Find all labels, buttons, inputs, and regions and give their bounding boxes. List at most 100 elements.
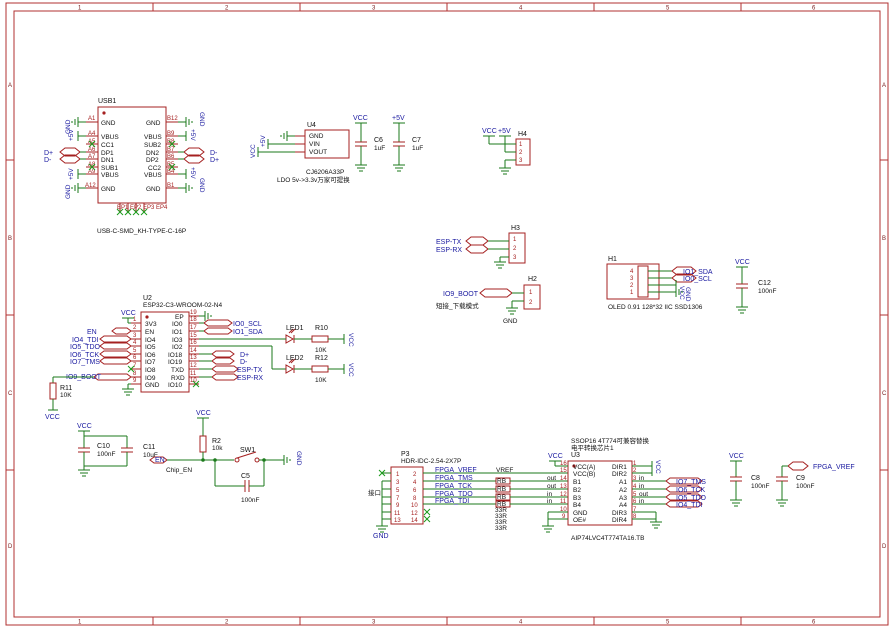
u2-net-dplus: D+ <box>240 352 249 359</box>
usb1-pin-right-1: GND <box>146 120 161 127</box>
led1-net-vcc: VCC <box>347 333 354 347</box>
u3-pin-dir1: DIR1 <box>612 464 627 471</box>
usb1-pnum-a12: A12 <box>85 183 96 189</box>
u2-pin-io19: IO19 <box>168 359 182 366</box>
h4-pin-2: 2 <box>519 150 523 156</box>
r10-ref: R10 <box>315 325 328 332</box>
usb1-pnum-a7: A7 <box>88 154 96 160</box>
usb1-pin-left-7: VBUS <box>101 172 119 179</box>
row-label-left-a: A <box>8 83 12 89</box>
u2-pin-io0: IO0 <box>172 321 183 328</box>
c9-capacitor[interactable]: FPGA_VREF C9 100nF <box>776 461 855 507</box>
usb1-pnum-b12: B12 <box>167 116 178 122</box>
h2-ref: H2 <box>528 276 537 283</box>
u2-pnum-9: 9 <box>133 378 137 384</box>
r2-resistor[interactable]: VCC R2 10k <box>196 410 223 460</box>
col-label-top-6: 6 <box>812 6 816 12</box>
usb1-value: USB-C-SMD_KH-TYPE-C-16P <box>97 228 186 235</box>
c7-value: 1uF <box>412 145 423 152</box>
u3-pnum-10: 10 <box>560 507 567 513</box>
u3-pnum-12: 12 <box>560 492 567 498</box>
u2-pin-ep: EP <box>175 314 184 321</box>
p3-jtag-header[interactable]: P3 HDR-IDC-2.54-2X7P 1 3 5 7 9 11 13 2 4… <box>368 451 496 540</box>
h4-header[interactable]: H4 1 2 3 VCC +5V <box>482 128 531 175</box>
u2-pin-io2: IO2 <box>172 344 183 351</box>
usb1-pnum-a4: A4 <box>88 131 96 137</box>
usb1-pnum-a8: A8 <box>88 162 96 168</box>
led1-indicator[interactable]: LED1 R10 10K VCC <box>199 325 354 354</box>
h1-net-vcc: VCC <box>678 286 685 300</box>
led2-indicator[interactable]: LED2 R12 10K VCC <box>199 345 354 384</box>
u2-pnum-7: 7 <box>133 363 137 369</box>
usb1-pin-right-4: DN2 <box>146 150 159 157</box>
h3-header[interactable]: H3 1 2 3 ESP-TX ESP-RX <box>436 225 526 269</box>
c11-ref: C11 <box>143 444 155 451</box>
h2-note: 短接_下载模式 <box>436 301 479 310</box>
col-label-top-3: 3 <box>372 6 376 12</box>
usb1-pnum-b4: B4 <box>167 169 175 175</box>
c5-capacitor[interactable]: C5 100nF <box>214 460 265 504</box>
col-label-top-2: 2 <box>225 6 229 12</box>
u2-net-io7-tms: IO7_TMS <box>70 359 100 366</box>
usb1-pin-right-2: VBUS <box>144 134 162 141</box>
u4-ldo[interactable]: U4 GND VIN VOUT CJ6206A33P LDO 5v->3.3v万… <box>250 122 350 184</box>
r11-resistor[interactable]: R11 10K VCC <box>45 376 94 421</box>
u2-pin-io8: IO8 <box>145 367 156 374</box>
usb1-ep4: EP4 <box>156 205 168 211</box>
u3-dir-b3: in <box>547 491 552 498</box>
series-resistor-array[interactable]: VREF RB RB RB RB 33R 33R 33R 33R <box>495 467 568 532</box>
u2-pnum-4: 4 <box>133 340 137 346</box>
c6-capacitor[interactable]: VCC C6 1uF <box>353 115 385 172</box>
u3-pin-a1: A1 <box>619 479 627 486</box>
u3-pin-vccb: VCC(B) <box>573 471 595 478</box>
u3-dir-a2: in <box>639 483 644 490</box>
u2-net-io4-tdi: IO4_TDI <box>72 337 99 344</box>
rarr-33r-4: 33R <box>495 525 507 532</box>
c8-ref: C8 <box>751 475 760 482</box>
row-label-right-b: B <box>882 236 886 242</box>
usb1-net-dplus-right: D+ <box>210 157 219 164</box>
c12-net: VCC <box>735 259 750 266</box>
u2-pnum-3: 3 <box>133 333 137 339</box>
row-label-right-d: D <box>882 544 887 550</box>
p3-pin-1: 1 <box>396 472 400 478</box>
sw1-reset-switch[interactable]: SW1 GND <box>234 447 302 466</box>
r2-net: VCC <box>196 410 211 417</box>
h1-pin-2: 2 <box>630 283 634 289</box>
u2-value: ESP32-C3-WROOM-02-N4 <box>143 302 222 309</box>
p3-net-fpga-tdo: FPGA_TDO <box>435 491 473 498</box>
u3-pin-vcca: VCC(A) <box>573 464 595 471</box>
usb1-pin-left-8: GND <box>101 186 116 193</box>
h2-header[interactable]: H2 1 2 IO9_BOOT GND 短接_下载模式 <box>436 276 541 325</box>
c7-net: +5V <box>392 115 405 122</box>
usb1-connector[interactable]: USB1 USB-C-SMD_KH-TYPE-C-16P GND VBUS CC… <box>44 98 219 235</box>
u4-note: LDO 5v->3.3v万家可提换 <box>277 175 350 184</box>
u2-pnum-12: 12 <box>190 363 197 369</box>
col-label-bottom-3: 3 <box>372 620 376 626</box>
p3-net-fpga-tck: FPGA_TCK <box>435 483 472 490</box>
u3-level-shifter[interactable]: SSOP16 4T774可兼容替换 电平转换芯片1 U3 AIP74LVC4T7… <box>542 436 707 542</box>
u2-esp32-module[interactable]: U2 ESP32-C3-WROOM-02-N4 3V3 EN IO4 IO5 I… <box>66 295 263 396</box>
usb1-net-dminus-left: D- <box>44 157 52 164</box>
c10-capacitor[interactable]: VCC C10 100nF <box>77 423 127 477</box>
u2-pin-io4: IO4 <box>145 337 156 344</box>
u3-net-vcc: VCC <box>548 453 563 460</box>
chip-en-node[interactable]: EN Chip_EN <box>149 456 234 474</box>
u3-pin-gnd: GND <box>573 510 588 517</box>
u2-pnum-2: 2 <box>133 325 137 331</box>
col-label-bottom-5: 5 <box>666 620 670 626</box>
u3-net-io4-tdi: IO4_TDI <box>676 502 703 509</box>
row-label-right-c: C <box>882 391 887 397</box>
usb1-pnum-a5: A5 <box>88 139 96 145</box>
c7-capacitor[interactable]: +5V C7 1uF <box>392 115 423 172</box>
u3-dir-a3: out <box>639 491 648 498</box>
c12-capacitor[interactable]: VCC C12 100nF <box>735 259 776 314</box>
h1-oled-connector[interactable]: H1 OLED 0.91 128*32 IIC SSD1306 4 3 2 1 … <box>606 256 713 311</box>
u3-pin-dir3: DIR3 <box>612 510 627 517</box>
c8-capacitor[interactable]: VCC C8 100nF <box>729 453 769 507</box>
c11-capacitor[interactable]: C11 10uF <box>121 436 158 466</box>
u3-pnum-16: 16 <box>560 461 567 467</box>
u2-pnum-16: 16 <box>190 340 197 346</box>
u2-pin-io7: IO7 <box>145 359 156 366</box>
